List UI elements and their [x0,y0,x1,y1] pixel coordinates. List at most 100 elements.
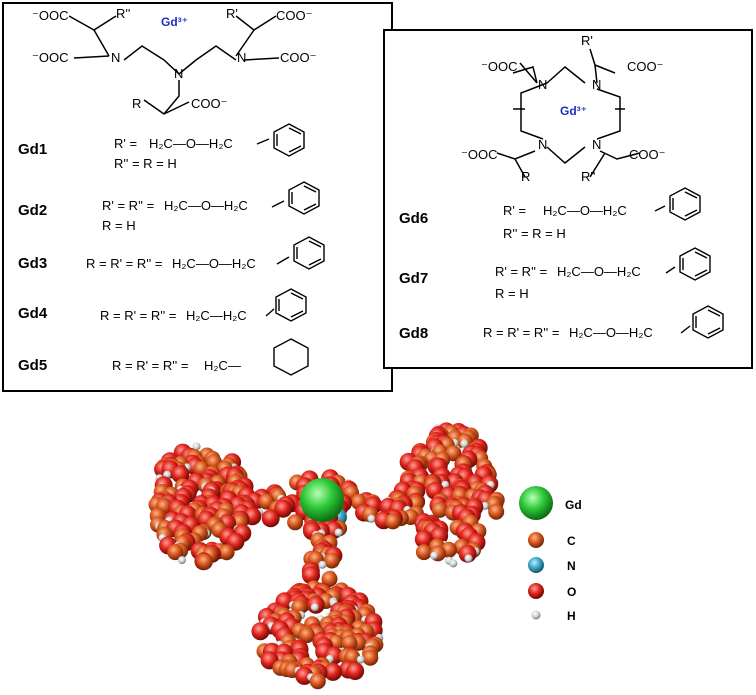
compound-label-gd7: Gd7 [399,270,428,287]
legend-h-swatch [531,610,541,620]
macrocycle-bonds [496,48,641,178]
model-legend: Gd C N O H [519,486,582,623]
gd-ion-label: Gd³⁺ [560,104,587,118]
carbon-atom [431,501,448,518]
compound-label-gd1: Gd1 [18,141,47,158]
compound-label-gd3: Gd3 [18,255,47,272]
carbon-atom [287,514,304,531]
carbon-atom [218,544,235,561]
legend-o-label: O [567,585,576,599]
hydrogen-atom [356,655,365,664]
gd5-line1: R = R' = R'' = [112,358,188,373]
atom-cluster [148,422,505,690]
carbon-atom [323,552,340,569]
gd8-benzene-icon [680,305,724,339]
hydrogen-atom [334,528,343,537]
hydrogen-atom [367,514,376,523]
legend-gd-swatch [519,486,553,520]
gd7-line1: R' = R'' = [495,264,547,279]
compound-label-gd8: Gd8 [399,325,428,342]
oxygen-atom [302,566,320,585]
gd7-line2: R = H [495,286,529,301]
left-structure-panel: ⁻OOC R'' Gd³⁺ R' COO⁻ ⁻OOC N N N COO⁻ R … [2,2,393,392]
coo-bottom-left: ⁻OOC [461,147,497,162]
carbon-atom [341,634,358,651]
core-bonds [68,15,280,116]
coo-bottom: COO⁻ [191,96,227,111]
gd2-line1: R' = R'' = [102,198,154,213]
gd7-benzene-icon [665,247,711,281]
coo-top-right: COO⁻ [276,8,312,23]
r2-top: R'' [116,6,130,21]
gd1-benzene-icon [256,123,305,157]
hydrogen-atom [460,439,469,448]
gd5-group: H₂C— [204,358,241,373]
right-structure-panel: R' ⁻OOC COO⁻ N N Gd³⁺ N N ⁻OOC COO⁻ R R'… [383,29,753,369]
oxygen-atom [324,662,342,681]
gd1-line1: R' = [114,136,137,151]
gd6-line1: R' = [503,203,526,218]
n-bottom-left: N [538,137,547,152]
oxygen-atom [251,622,270,641]
gadolinium-atom [300,478,344,522]
carbon-atom [167,544,184,561]
gd3-benzene-icon [276,236,325,270]
gd1-group: H₂C—O—H₂C [149,136,233,151]
acyclic-chelate-structures: ⁻OOC R'' Gd³⁺ R' COO⁻ ⁻OOC N N N COO⁻ R … [18,6,325,376]
n-right: N [237,50,246,65]
carbon-atom [384,513,401,530]
oxygen-atom [346,662,365,681]
gd-ion-label: Gd³⁺ [161,15,188,29]
coo-mid-left: ⁻OOC [32,50,68,65]
carbon-atom [298,627,315,644]
carbon-atom [196,553,213,570]
compound-label-gd6: Gd6 [399,210,428,227]
gd2-benzene-icon [271,181,320,215]
gd7-group: H₂C—O—H₂C [557,264,641,279]
coo-bottom-right: COO⁻ [629,147,665,162]
hydrogen-atom [449,559,458,568]
n-bottom-right: N [592,137,601,152]
gd2-line2: R = H [102,218,136,233]
compound-label-gd2: Gd2 [18,202,47,219]
oxygen-atom [261,509,280,528]
gd6-line2: R'' = R = H [503,226,566,241]
coo-mid-right: COO⁻ [280,50,316,65]
oxygen-atom [274,499,293,518]
hydrogen-atom [318,560,327,569]
hydrogen-atom [192,442,201,451]
n-top-left: N [538,77,547,92]
carbon-atom [415,544,432,561]
carbon-atom [362,649,379,666]
n-top-right: N [592,77,601,92]
gd4-line1: R = R' = R'' = [100,308,176,323]
legend-c-swatch [528,532,544,548]
carbon-atom [321,571,338,587]
r-bottom: R [132,96,141,111]
coo-top-left: ⁻OOC [32,8,68,23]
compound-label-gd4: Gd4 [18,305,48,322]
r2-bottom: R'' [581,169,595,184]
gd1-line2: R'' = R = H [114,156,177,171]
coo-top-right: COO⁻ [627,59,663,74]
gd4-group: H₂C—H₂C [186,308,247,323]
n-left: N [111,50,120,65]
macrocyclic-chelate-structures: R' ⁻OOC COO⁻ N N Gd³⁺ N N ⁻OOC COO⁻ R R'… [399,33,724,342]
coo-top-left: ⁻OOC [481,59,517,74]
legend-n-label: N [567,559,576,573]
gd6-benzene-icon [654,187,701,221]
r1-top: R' [581,33,593,48]
space-filling-model: Gd C N O H [148,422,582,690]
r-bottom: R [521,169,530,184]
legend-o-swatch [528,583,544,599]
hydrogen-atom [310,603,319,612]
gd5-cyclohexane-icon [273,338,309,376]
gd4-benzene-icon [265,288,307,322]
legend-gd-label: Gd [565,498,582,512]
legend-n-swatch [528,557,544,573]
gd3-line1: R = R' = R'' = [86,256,162,271]
gd8-line1: R = R' = R'' = [483,325,559,340]
hydrogen-atom [464,554,473,563]
carbon-atom [488,503,505,520]
r1-top: R' [226,6,238,21]
